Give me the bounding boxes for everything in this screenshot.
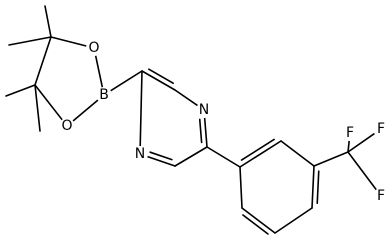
atom-F1: F [342, 125, 358, 141]
bond-26 [241, 207, 276, 234]
atom-label-F1: F [346, 125, 354, 141]
bond-8 [34, 84, 41, 132]
bond-18 [139, 70, 143, 147]
atom-F3: F [373, 188, 388, 204]
bond-2 [34, 84, 63, 121]
bond-4 [94, 55, 104, 88]
bond-19 [206, 146, 241, 168]
bond-16 [146, 155, 176, 167]
bond-22 [280, 140, 315, 167]
bond-12 [174, 89, 199, 107]
atom-label-O2: O [61, 118, 72, 134]
bond-21-inner [240, 138, 275, 161]
bond-30 [347, 140, 350, 153]
atom-label-layer: O O B N N F F [59, 40, 388, 204]
bond-5 [44, 5, 52, 38]
bond-13 [203, 117, 208, 148]
atom-label-F2: F [377, 121, 385, 137]
atom-O2: O [59, 118, 75, 134]
bond-1 [34, 36, 52, 86]
atom-O1: O [86, 40, 102, 56]
atom-N1: N [196, 102, 212, 118]
bond-9 [109, 70, 143, 92]
bond-6 [8, 36, 52, 46]
bond-10 [141, 70, 176, 91]
atom-label-N1: N [199, 102, 209, 118]
atom-label-O1: O [88, 40, 99, 56]
bond-24-inner [316, 170, 320, 205]
atom-label-N2: N [135, 146, 145, 162]
bond-0 [50, 36, 88, 47]
atom-label-B: B [99, 87, 109, 103]
bond-23 [311, 165, 315, 209]
bond-25 [274, 207, 313, 234]
bond-layer [5, 5, 378, 235]
bond-11-inner [148, 68, 174, 84]
bond-15 [174, 146, 208, 167]
bond-27-inner [242, 214, 269, 235]
bond-14-inner [198, 118, 203, 144]
atom-B: B [96, 87, 112, 103]
bond-31 [347, 132, 376, 153]
bond-17-inner [149, 151, 173, 161]
atom-label-F3: F [377, 188, 385, 204]
bond-7 [5, 84, 36, 97]
bond-32 [347, 151, 378, 191]
atom-F2: F [373, 121, 388, 137]
atom-N2: N [132, 146, 148, 162]
bond-29 [313, 151, 349, 167]
bond-3 [72, 99, 99, 122]
bond-20 [239, 140, 282, 168]
bond-28 [239, 166, 243, 209]
